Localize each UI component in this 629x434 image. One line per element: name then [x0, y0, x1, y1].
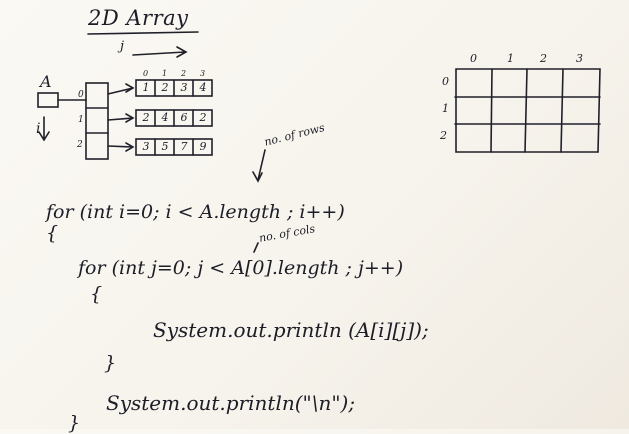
cell-1-2: 6 [180, 111, 188, 124]
code-line-inner-for: for (int j=0; j < A[0].length ; j++) [78, 257, 404, 279]
cell-2-3: 9 [199, 140, 207, 153]
code-line-close-brace-inner: } [104, 352, 117, 374]
cell-0-3: 4 [199, 81, 207, 94]
col-index-0: 0 [143, 69, 149, 78]
grid-row-index-1: 1 [442, 102, 449, 115]
row-pointer-arrow-0 [107, 83, 135, 95]
cell-1-0: 2 [142, 111, 150, 124]
row-index-0: 0 [78, 90, 84, 100]
grid-col-index-2: 2 [540, 52, 547, 65]
cell-2-0: 3 [142, 140, 150, 153]
i-arrow [38, 116, 50, 142]
code-line-close-brace-outer: } [68, 412, 81, 434]
a-reference-box [37, 92, 59, 108]
title-underline [87, 31, 199, 35]
cell-0-1: 2 [161, 81, 169, 94]
col-index-3: 3 [200, 69, 206, 78]
row-index-1: 1 [78, 115, 84, 125]
grid-row-index-2: 2 [440, 129, 447, 142]
cell-0-2: 3 [180, 81, 188, 94]
j-arrow [132, 46, 188, 58]
i-label: i [36, 121, 41, 137]
cell-0-0: 1 [142, 81, 150, 94]
row-index-2: 2 [77, 140, 83, 150]
rows-note-arrow [252, 149, 266, 183]
code-line-print-element: System.out.println (A[i][j]); [153, 318, 429, 342]
code-line-open-brace-outer: { [46, 222, 59, 244]
row-pointer-arrow-2 [107, 142, 135, 152]
array-name-label: A [40, 72, 52, 91]
cell-2-2: 7 [180, 140, 188, 153]
board-title: 2D Array [88, 6, 189, 30]
grid-col-index-1: 1 [507, 52, 514, 65]
grid-col-index-0: 0 [470, 52, 477, 65]
cell-2-1: 5 [161, 140, 169, 153]
row-pointer-arrow-1 [107, 113, 135, 123]
cell-1-3: 2 [199, 111, 207, 124]
code-line-print-newline: System.out.println("\n"); [106, 391, 356, 415]
grid-row-index-0: 0 [442, 75, 449, 88]
code-line-outer-for: for (int i=0; i < A.length ; i++) [46, 201, 345, 223]
pointer-array [85, 82, 109, 160]
col-index-2: 2 [181, 69, 187, 78]
col-index-1: 1 [162, 69, 168, 78]
cols-note-arrow [253, 242, 259, 253]
grid-rows [454, 68, 601, 153]
grid-col-index-3: 3 [576, 52, 583, 65]
j-label: j [120, 39, 125, 54]
code-line-open-brace-inner: { [90, 283, 103, 305]
cell-1-1: 4 [161, 111, 169, 124]
grid-cols [455, 68, 601, 153]
